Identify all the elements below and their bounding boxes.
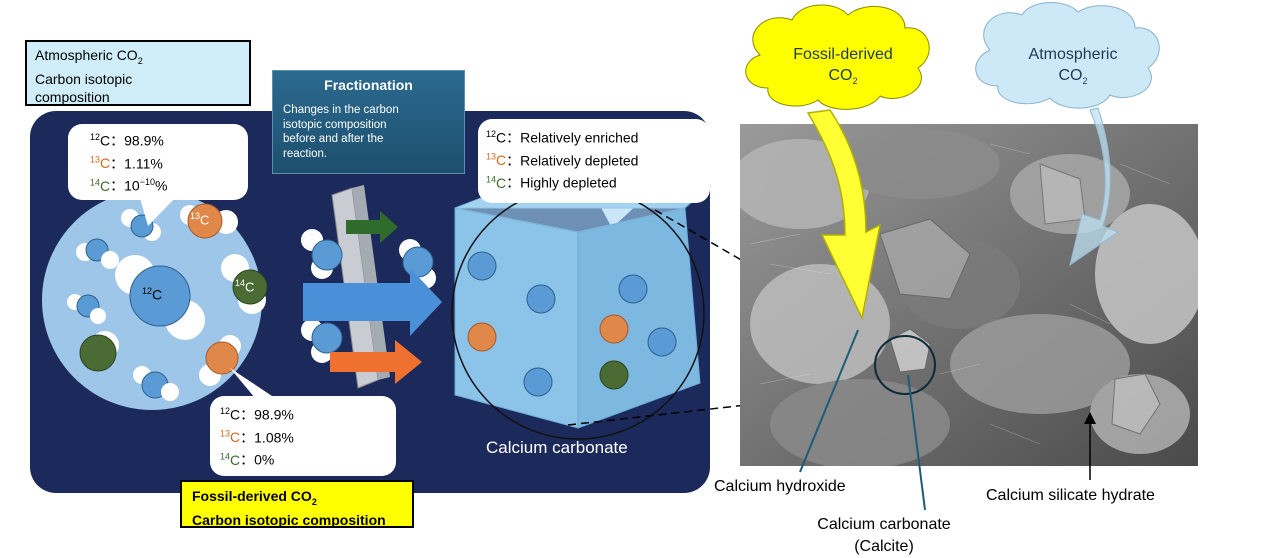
blue-arrow: [303, 268, 442, 336]
fossil-c13-line: 13C：1.08%: [220, 428, 294, 446]
calcite-label: Calcium carbonate (Calcite): [800, 514, 968, 558]
orange-arrow: [330, 340, 422, 384]
fossil-cloud-line2: CO2: [828, 67, 858, 87]
fractionation-line1: Changes in the carbon: [283, 104, 399, 116]
carbonate-isotope-bubble: 12C：Relatively enriched 13C：Relatively d…: [478, 119, 710, 203]
particle-label-c12: 12C: [142, 286, 163, 303]
fossil-c12-line: 12C：98.9%: [220, 406, 294, 423]
fossil-co2-cloud: [745, 4, 930, 110]
pointer-calcite: [907, 374, 926, 511]
particle-label-c14: 14C: [235, 278, 255, 295]
fractionation-description: Changes in the carbon isotopic compositi…: [273, 93, 464, 161]
fractionation-line3: before and after the: [283, 133, 384, 145]
calcite-highlight-circle: [874, 335, 936, 395]
atm-box-line2: Carbon isotopic: [35, 70, 133, 87]
fossil-cloud-label: Fossil-derived CO2: [768, 44, 918, 92]
green-arrow: [346, 211, 398, 243]
atm-cloud-line2: CO2: [1058, 67, 1088, 87]
calcium-hydroxide-label: Calcium hydroxide: [714, 478, 846, 495]
calcite-label-line1: Calcium carbonate: [817, 516, 951, 533]
calcite-label-line2: (Calcite): [854, 538, 914, 555]
atm-c14-line: 14C：10−10%: [90, 177, 168, 194]
atm-isotope-bubble: 12C：98.9% 13C：1.11% 14C：10−10%: [68, 124, 248, 200]
atm-c13-line: 13C：1.11%: [90, 154, 163, 172]
calcium-carbonate-label: Calcium carbonate: [486, 438, 628, 457]
carbonate-c12-line: 12C：Relatively enriched: [486, 129, 639, 146]
atm-box-line3: composition: [35, 88, 110, 105]
pointer-calcium-hydroxide: [799, 329, 859, 473]
fractionation-box: Fractionation Changes in the carbon isot…: [272, 70, 465, 174]
fossil-cloud-line1: Fossil-derived: [793, 46, 893, 63]
carbonate-c13-line: 13C：Relatively depleted: [486, 151, 639, 169]
fossil-box-line1: Fossil-derived CO2: [192, 488, 317, 507]
fossil-c14-line: 14C：0%: [220, 451, 275, 468]
calcium-silicate-hydrate-label: Calcium silicate hydrate: [986, 487, 1155, 504]
fractionation-title: Fractionation: [324, 77, 413, 93]
atmospheric-co2-arrow: [1069, 107, 1120, 267]
atmospheric-composition-box: Atmospheric CO2 Carbon isotopic composit…: [25, 40, 251, 106]
atmospheric-co2-cloud: [975, 2, 1160, 109]
carbonate-c14-line: 14C：Highly depleted: [486, 174, 617, 191]
fossil-co2-arrow: [806, 109, 882, 321]
fractionation-line2: isotopic composition: [283, 118, 387, 131]
co2-molecules: [67, 203, 268, 401]
fossil-bubble-tail: [230, 368, 275, 398]
fossil-composition-box: Fossil-derived CO2 Carbon isotopic compo…: [180, 480, 414, 528]
atm-cloud-line1: Atmospheric: [1028, 46, 1118, 63]
fractionation-line4: reaction.: [283, 147, 328, 160]
fossil-isotope-bubble: 12C：98.9% 13C：1.08% 14C：0%: [210, 396, 396, 476]
atm-cloud-label: Atmospheric CO2: [998, 44, 1148, 92]
fossil-box-line2: Carbon isotopic composition: [192, 511, 386, 528]
calcium-carbonate-cube: [451, 185, 712, 440]
atm-bubble-tail: [140, 198, 175, 226]
atm-c12-line: 12C：98.9%: [90, 132, 164, 149]
atm-box-line1: Atmospheric CO2: [35, 47, 143, 66]
particle-label-c13: 13C: [190, 211, 210, 228]
